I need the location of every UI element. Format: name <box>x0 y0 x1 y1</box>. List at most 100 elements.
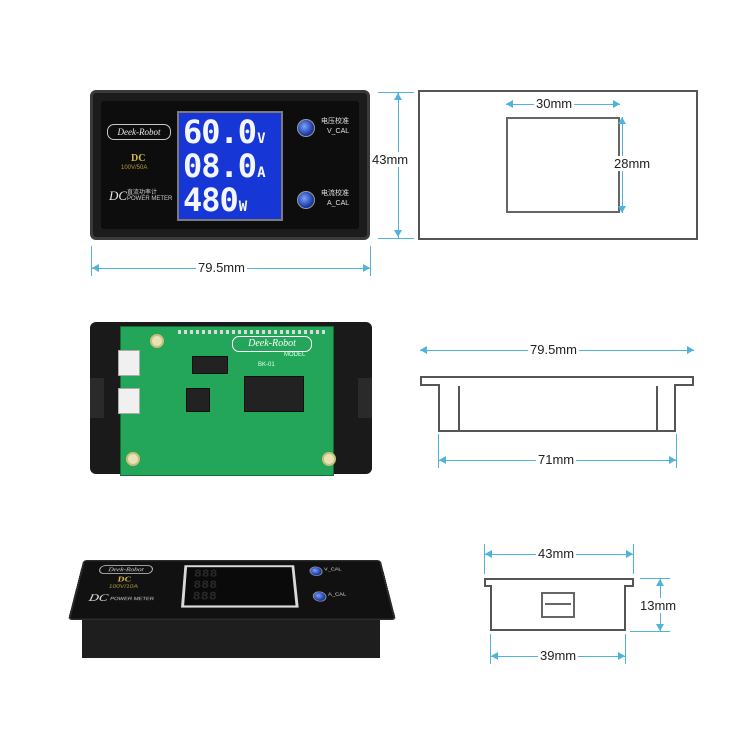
persp-a-cal-knob[interactable] <box>312 591 328 602</box>
brand-logo: Deek-Robot <box>107 124 171 140</box>
arrow-left-icon <box>491 652 498 660</box>
meter-front-face: Deek-Robot DC 100V/10A DC POWER METER 88… <box>68 560 396 620</box>
dim-ext-line <box>484 544 485 574</box>
arrow-up-icon <box>618 117 626 124</box>
persp-subtitle: POWER METER <box>109 597 155 602</box>
lcd-voltage-row: 60.0V <box>183 113 266 151</box>
side-inner <box>458 386 658 432</box>
persp-v-cal-knob[interactable] <box>308 566 324 576</box>
arrow-up-icon <box>394 93 402 100</box>
dim-ext-line <box>625 634 626 664</box>
dim-small-body-width: 39mm <box>538 648 579 663</box>
case-clip-right <box>358 378 372 418</box>
main-chip <box>244 376 304 412</box>
a-cal-en: A_CAL <box>327 200 350 207</box>
arrow-down-icon <box>394 230 402 237</box>
panel-cutout <box>506 117 620 213</box>
mount-hole <box>322 452 336 466</box>
v-cal-knob[interactable] <box>297 119 315 137</box>
connector-top <box>118 350 140 376</box>
arrow-left-icon <box>506 100 513 108</box>
arrow-down-icon <box>618 206 626 213</box>
persp-a-cal-label: A_CAL <box>327 592 347 598</box>
v-cal-en: V_CAL <box>327 128 350 135</box>
dim-side-width: 79.5mm <box>528 342 579 357</box>
dim-ext-line <box>91 246 92 276</box>
a-cal-knob[interactable] <box>297 191 315 209</box>
arrow-down-icon <box>656 624 664 631</box>
front-meter: Deek-Robot DC 100V/50A DC 直流功率计 POWER ME… <box>90 90 370 240</box>
case-clip-left <box>90 378 104 418</box>
small-slot <box>541 592 575 618</box>
arrow-left-icon <box>420 346 427 354</box>
persp-rating: 100V/10A <box>108 584 139 590</box>
dim-front-width: 79.5mm <box>196 260 247 275</box>
arrow-right-icon <box>687 346 694 354</box>
connector-bottom <box>118 388 140 414</box>
meter-subtitle: 直流功率计 POWER METER <box>127 190 172 202</box>
a-cal-label: 电流校准 A_CAL <box>321 189 349 209</box>
persp-v-cal-label: V_CAL <box>323 567 343 572</box>
lcd-current-row: 08.0A <box>183 147 266 185</box>
small-slot-line <box>545 603 571 605</box>
pcb-model-label: MODEL <box>284 352 306 358</box>
header-pins <box>178 330 328 334</box>
persp-brand-logo: Deek-Robot <box>98 565 154 574</box>
ghost-digits: 888 <box>192 590 218 603</box>
dim-ext-line <box>676 434 677 468</box>
arrow-right-icon <box>363 264 370 272</box>
arrow-left-icon <box>485 550 492 558</box>
current-unit: A <box>257 165 266 181</box>
arrow-right-icon <box>669 456 676 464</box>
persp-lcd: 888 888 888 <box>181 565 299 608</box>
power-value: 480 <box>183 181 239 219</box>
lcd-display: 60.0V 08.0A 480W <box>177 111 283 221</box>
arrow-right-icon <box>626 550 633 558</box>
arrow-up-icon <box>656 579 664 586</box>
dim-ext-line <box>370 246 371 276</box>
lcd-power-row: 480W <box>183 181 248 219</box>
dim-ext-line <box>378 238 414 239</box>
voltage-value: 60.0 <box>183 113 257 151</box>
dim-front-height: 43mm <box>370 152 411 167</box>
current-value: 08.0 <box>183 147 257 185</box>
power-unit: W <box>238 199 248 215</box>
meter-subtitle-en: POWER METER <box>127 196 173 202</box>
dim-cutout-width: 30mm <box>534 96 575 111</box>
mount-hole <box>150 334 164 348</box>
ghost-digits: 888 <box>192 579 218 591</box>
dc-big-label: DC <box>109 188 128 203</box>
a-cal-cn: 电流校准 <box>321 190 349 197</box>
dim-ext-line <box>630 631 670 632</box>
crystal <box>192 356 228 374</box>
meter-subtitle-cn: 直流功率计 <box>127 190 158 196</box>
meter-body <box>82 616 380 658</box>
persp-dc-big: DC <box>87 592 109 604</box>
dim-ext-line <box>378 92 414 93</box>
mount-hole <box>126 452 140 466</box>
dim-small-width: 43mm <box>536 546 577 561</box>
pcb-model-value: BK-01 <box>258 362 275 368</box>
panel-outline <box>418 90 698 240</box>
dim-ext-line <box>438 434 439 468</box>
dim-side-body-width: 71mm <box>536 452 577 467</box>
arrow-right-icon <box>613 100 620 108</box>
arrow-left-icon <box>92 264 99 272</box>
dim-cutout-height: 28mm <box>612 156 653 171</box>
rating-label: 100V/50A <box>121 165 148 171</box>
persp-dc-label: DC <box>116 575 132 584</box>
small-chip <box>186 388 210 412</box>
voltage-unit: V <box>257 131 266 147</box>
arrow-right-icon <box>618 652 625 660</box>
ghost-digits: 888 <box>193 568 218 580</box>
side-body <box>438 384 676 432</box>
dim-ext-line <box>633 544 634 574</box>
small-body <box>490 585 626 631</box>
perspective-meter: Deek-Robot DC 100V/10A DC POWER METER 88… <box>60 536 400 666</box>
dim-small-depth: 13mm <box>638 598 679 613</box>
pcb-brand-logo: Deek-Robot <box>232 336 312 352</box>
dim-ext-line <box>490 634 491 664</box>
dim-ext-line <box>640 578 670 579</box>
v-cal-label: 电压校准 V_CAL <box>321 117 349 137</box>
v-cal-cn: 电压校准 <box>321 118 349 125</box>
